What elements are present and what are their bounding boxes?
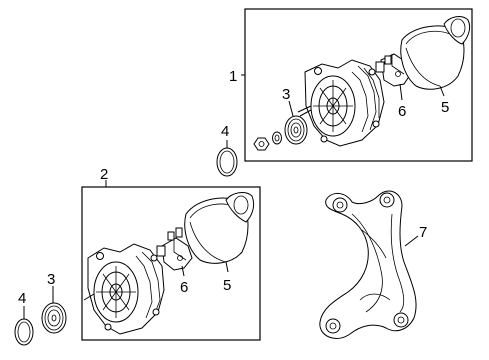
callout-5-bottom: 5 bbox=[223, 277, 231, 294]
callout-6-top: 6 bbox=[398, 103, 406, 120]
mounting-bracket bbox=[319, 190, 417, 339]
callout-7: 7 bbox=[419, 224, 427, 241]
callout-3-bottom: 3 bbox=[47, 271, 55, 288]
cover-upper bbox=[400, 16, 471, 90]
upper-assembly-group: 1 bbox=[229, 8, 473, 162]
nut-washer-upper bbox=[253, 131, 282, 151]
callout-1: 1 bbox=[229, 68, 237, 85]
pulley-lower bbox=[41, 302, 67, 334]
callout-7-leader bbox=[404, 235, 419, 247]
callout-6-bottom-leader bbox=[181, 265, 185, 277]
callout-3-top-leader bbox=[288, 100, 294, 117]
callout-4-bottom: 4 bbox=[18, 290, 26, 307]
callout-3-top: 3 bbox=[282, 86, 290, 103]
callout-5-bottom-leader bbox=[225, 261, 229, 273]
callout-6-bottom: 6 bbox=[180, 279, 188, 296]
snap-ring-lower bbox=[14, 318, 34, 346]
alternator-upper bbox=[297, 59, 385, 147]
cover-lower bbox=[184, 192, 255, 264]
snap-ring-upper bbox=[216, 147, 238, 177]
callout-5-top-leader bbox=[439, 85, 445, 97]
alternator-lower bbox=[83, 243, 165, 335]
callout-6-top-leader bbox=[399, 83, 403, 101]
callout-2: 2 bbox=[100, 166, 108, 183]
callout-5-top: 5 bbox=[441, 99, 449, 116]
lower-assembly-box bbox=[81, 186, 261, 341]
regulator-lower bbox=[156, 227, 193, 271]
upper-assembly-box bbox=[244, 8, 473, 162]
callout-4-top: 4 bbox=[221, 123, 229, 140]
pulley-upper bbox=[284, 115, 308, 145]
lower-assembly-group: 2 6 bbox=[81, 166, 261, 341]
